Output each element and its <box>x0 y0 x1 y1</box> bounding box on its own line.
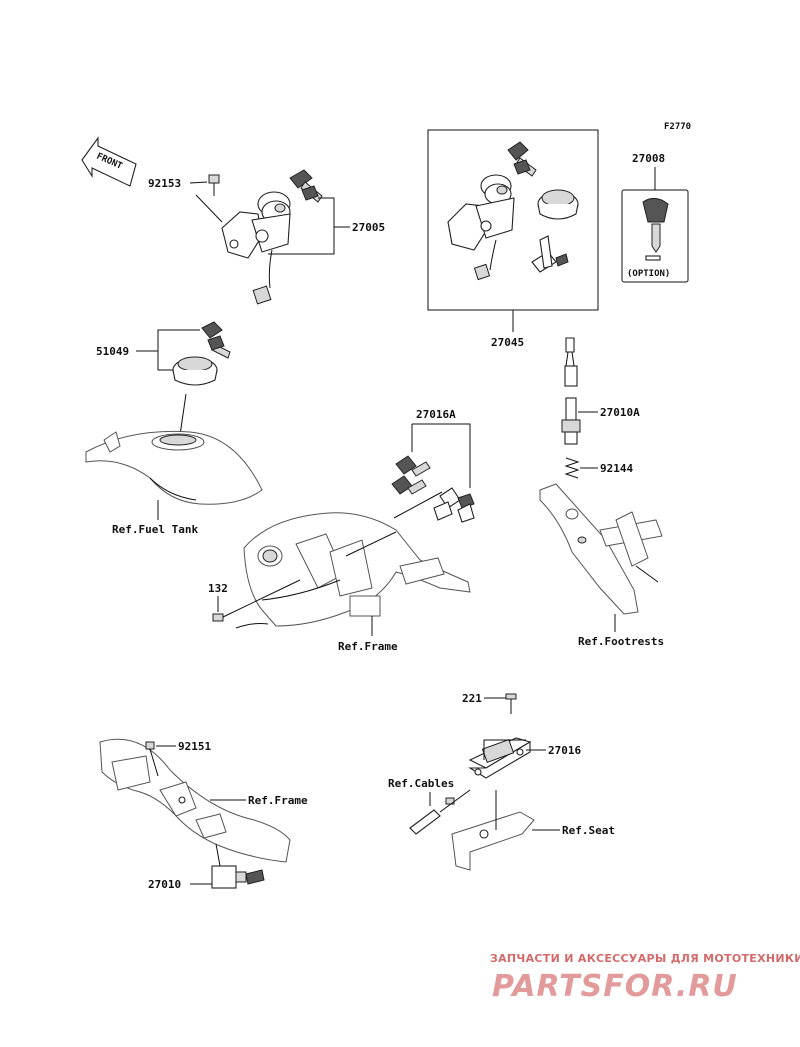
spring-92144-icon <box>564 457 580 479</box>
seat-lock-27016a-illustration <box>391 455 475 523</box>
frame-illustration <box>235 512 471 629</box>
part-92153-label: 92153 <box>148 177 181 190</box>
switch-27010a-illustration <box>561 337 581 445</box>
bolt-92151-icon <box>145 741 159 777</box>
watermark-main-text: PARTSFOR.RU <box>492 969 738 1004</box>
part-27045-label: 27045 <box>491 336 524 349</box>
footrest-bracket-illustration <box>539 483 663 615</box>
fuel-cap-51049-illustration <box>172 321 231 386</box>
part-27016-label: 27016 <box>548 744 581 757</box>
part-51049-label: 51049 <box>96 345 129 358</box>
ref-footrests-label: Ref.Footrests <box>578 635 664 648</box>
part-27005-label: 27005 <box>352 221 385 234</box>
seat-bracket-illustration <box>451 790 535 871</box>
part-92144-label: 92144 <box>600 462 633 475</box>
part-92151-label: 92151 <box>178 740 211 753</box>
screw-221-icon <box>505 693 517 714</box>
ref-cables-label: Ref.Cables <box>388 777 454 790</box>
ref-frame-bottom-label: Ref.Frame <box>248 794 308 807</box>
part-132-label: 132 <box>208 582 228 595</box>
ignition-kit-27045-illustration <box>447 141 579 281</box>
ref-seat-label: Ref.Seat <box>562 824 615 837</box>
seat-lock-27016-illustration <box>468 737 532 779</box>
switch-27010-illustration <box>211 843 265 889</box>
part-27016a-label: 27016A <box>416 408 456 421</box>
blank-key-icon <box>642 198 669 261</box>
blank-key-box <box>621 189 689 283</box>
figure-code: F2770 <box>664 122 691 132</box>
ref-frame-top-label: Ref.Frame <box>338 640 398 653</box>
watermark-top-text: ЗАПЧАСТИ И АКСЕССУАРЫ ДЛЯ МОТОТЕХНИКИ <box>490 952 800 965</box>
part-27008-label: 27008 <box>632 152 665 165</box>
cable-end-illustration <box>409 789 471 835</box>
fuel-tank-illustration <box>85 430 263 505</box>
part-27010a-label: 27010A <box>600 406 640 419</box>
watermark-logo: ЗАПЧАСТИ И АКСЕССУАРЫ ДЛЯ МОТОТЕХНИКИ PA… <box>490 952 800 1004</box>
front-arrow-icon: FRONT <box>81 136 137 187</box>
frame-bottom-illustration <box>99 738 291 863</box>
part-221-label: 221 <box>462 692 482 705</box>
option-label: (OPTION) <box>627 269 670 279</box>
part-27010-label: 27010 <box>148 878 181 891</box>
ref-fuel-tank-label: Ref.Fuel Tank <box>112 523 198 536</box>
ignition-switch-27005-illustration <box>208 169 323 305</box>
bolt-132-icon <box>212 579 301 622</box>
